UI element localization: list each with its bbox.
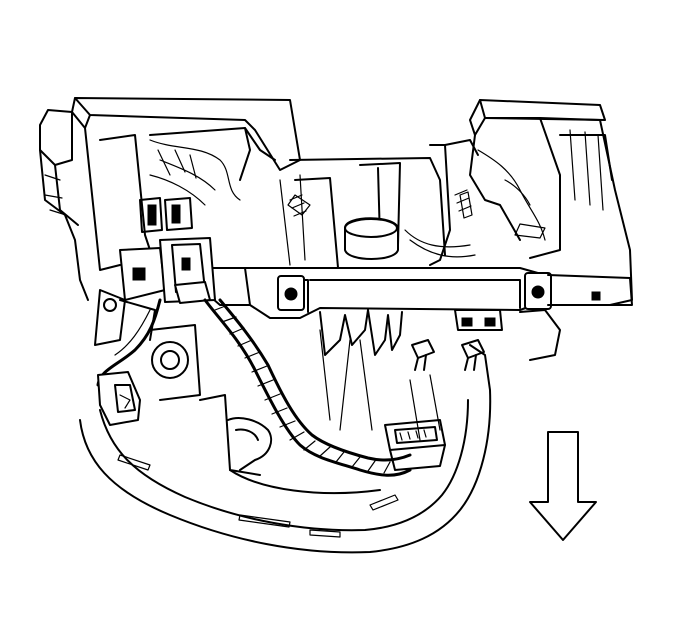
retaining-bolts: [227, 189, 485, 471]
wiring-harness: [96, 298, 412, 477]
lower-trim-panel: [79, 344, 492, 554]
down-arrow-icon: [529, 431, 597, 541]
lower-mount: [97, 299, 201, 426]
instrument-panel-carrier: [429, 99, 633, 306]
steering-column-support-beam: [159, 267, 633, 361]
heater-ducting: [39, 97, 301, 301]
harness-connector: [94, 237, 216, 346]
steering-column: [279, 157, 476, 291]
